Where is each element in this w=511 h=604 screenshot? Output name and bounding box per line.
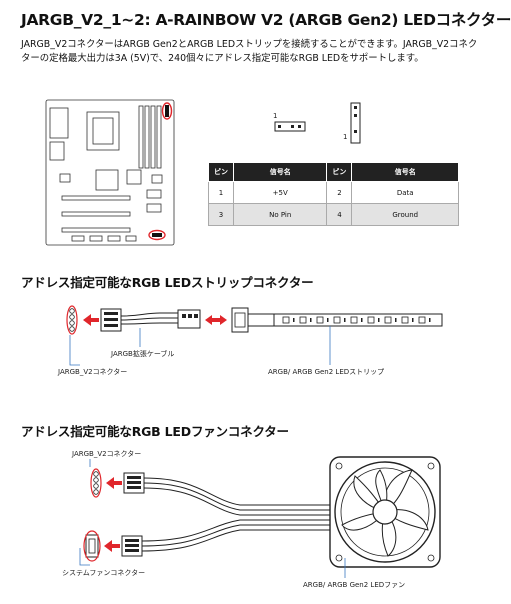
system-fan-connector-label: システムファンコネクター xyxy=(62,569,146,577)
extension-cable-label: JARGB拡張ケーブル xyxy=(111,350,175,358)
pin1-label-vertical: 1 xyxy=(343,133,348,141)
pin-table-header: ピン 信号名 ピン 信号名 xyxy=(208,162,459,182)
fan-section-connector-label: JARGB_V2コネクター xyxy=(72,450,142,458)
table-cell: 4 xyxy=(326,203,353,226)
motherboard-diagram xyxy=(45,99,175,246)
led-fan-label: ARGB/ ARGB Gen2 LEDファン xyxy=(303,581,406,589)
header-signal: 信号名 xyxy=(351,162,459,182)
vertical-connector-icon xyxy=(350,102,361,144)
table-row: 3 No Pin 4 Ground xyxy=(208,203,459,226)
table-cell: No Pin xyxy=(232,203,328,226)
pin-table: ピン 信号名 ピン 信号名 1 +5V 2 Data 3 No Pin 4 Gr… xyxy=(208,162,459,226)
fan-diagram xyxy=(79,456,441,578)
horizontal-connector-icon xyxy=(274,121,306,132)
page-title: JARGB_V2_1~2: A-RAINBOW V2 (ARGB Gen2) L… xyxy=(21,11,511,29)
strip-diagram xyxy=(66,305,443,366)
pin1-label-horizontal: 1 xyxy=(273,112,278,120)
strip-connector-label: JARGB_V2コネクター xyxy=(58,368,128,376)
led-strip-label: ARGB/ ARGB Gen2 LEDストリップ xyxy=(268,368,385,376)
header-pin: ピン xyxy=(208,162,234,182)
table-row: 1 +5V 2 Data xyxy=(208,181,459,204)
description-text: JARGB_V2コネクターはARGB Gen2とARGB LEDストリップを接続… xyxy=(21,39,478,64)
fan-section-heading: アドレス指定可能なRGB LEDファンコネクター xyxy=(21,424,289,439)
header-pin: ピン xyxy=(326,162,353,182)
strip-section-heading: アドレス指定可能なRGB LEDストリップコネクター xyxy=(21,275,314,290)
table-cell: 3 xyxy=(208,203,234,226)
table-cell: +5V xyxy=(232,181,328,204)
table-cell: Ground xyxy=(351,203,459,226)
